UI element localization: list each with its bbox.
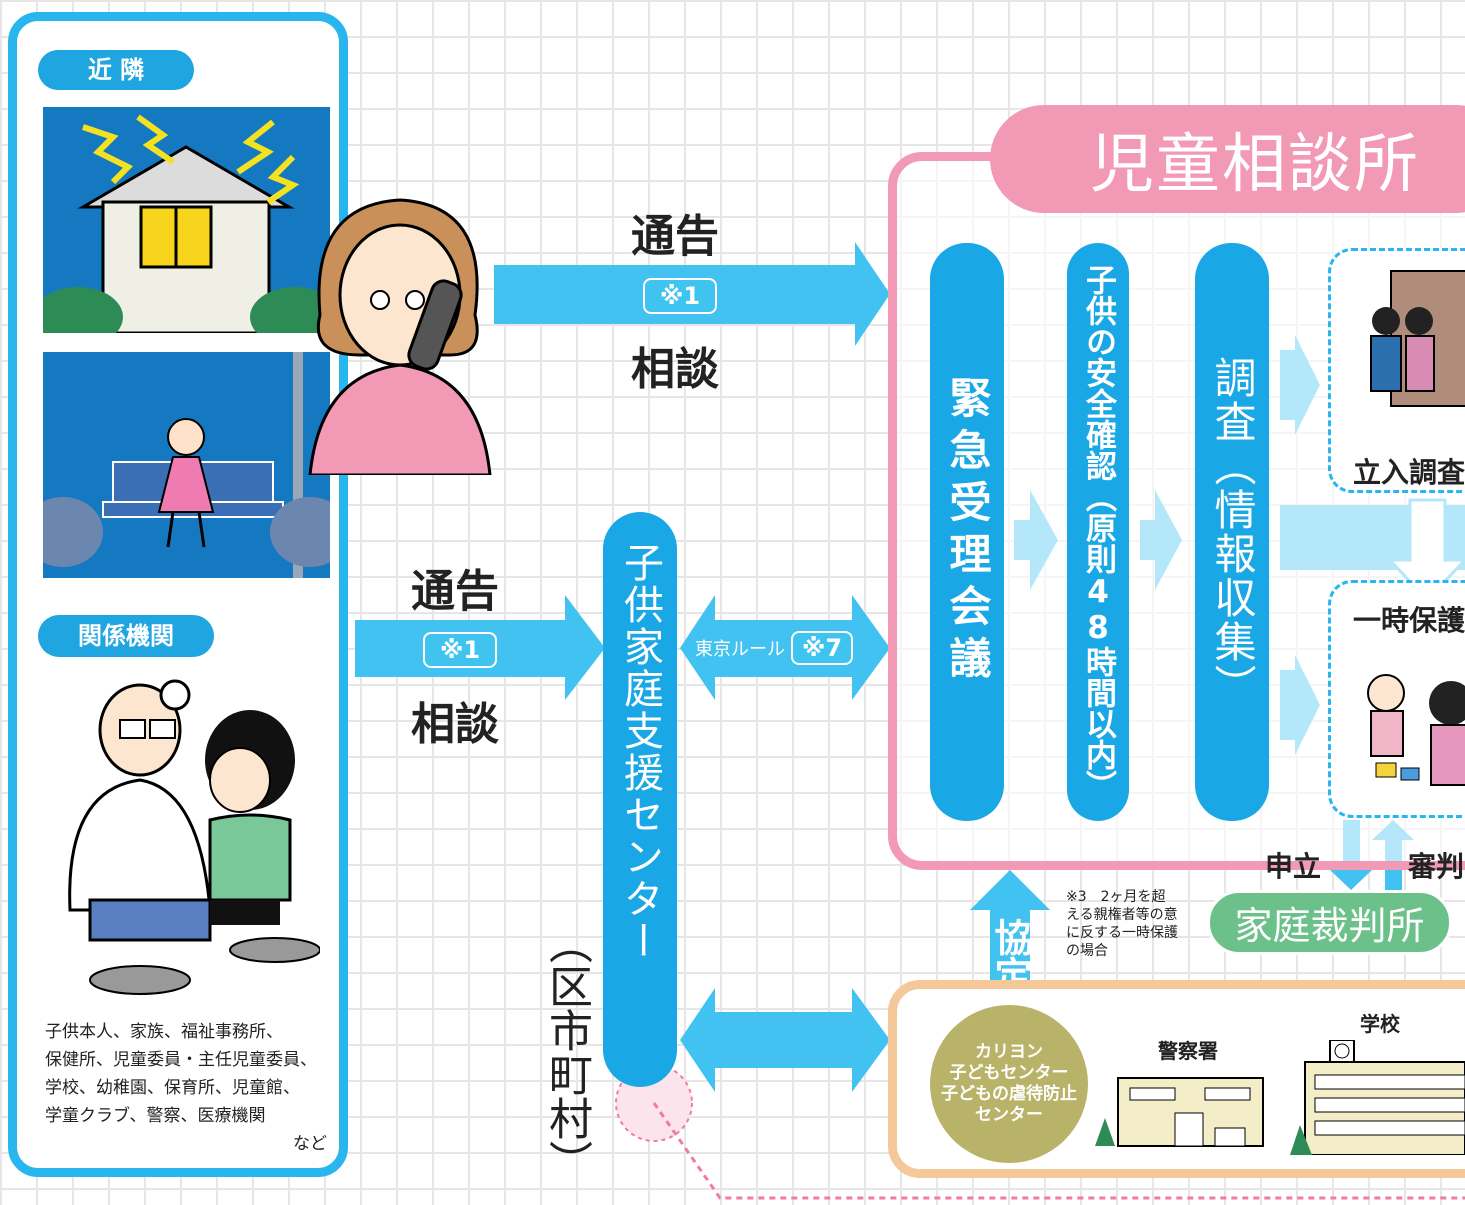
school-illustration	[1290, 1040, 1465, 1155]
onsite-inspection-illustration	[1370, 270, 1465, 407]
police-label: 警察署	[1158, 1039, 1218, 1063]
support-center-note: （区市町村）	[541, 920, 592, 1184]
doctor-illustration	[60, 670, 321, 1005]
agencies-line-4: 学童クラブ、警察、医療機関	[45, 1106, 266, 1126]
court-note-line-4: の場合	[1066, 943, 1108, 959]
caller-illustration	[300, 185, 500, 477]
jidou-title-tab: 児童相談所	[990, 105, 1465, 213]
carillon-line-4: センター	[975, 1105, 1043, 1125]
jidou-title: 児童相談所	[1090, 128, 1420, 202]
arrow-mid-badge: ※1	[423, 632, 497, 668]
step-emergency-meeting-label: 緊急受理会議	[943, 376, 992, 688]
agencies-etc: など	[293, 1134, 327, 1154]
arrow-top-upper: 通告	[631, 211, 719, 262]
tokyo-rule-text: 東京ルール	[695, 639, 785, 660]
carillon-line-1: カリヨン	[975, 1042, 1043, 1062]
agencies-label: 関係機関	[38, 615, 214, 657]
police-station-illustration	[1095, 1077, 1264, 1147]
arrow-top-badge: ※1	[643, 278, 717, 314]
child-on-bench-illustration	[43, 352, 330, 578]
carillon-center: カリヨン 子どもセンター 子どもの虐待防止 センター	[930, 1005, 1088, 1163]
partners-arrow	[680, 988, 890, 1092]
support-center-bar: 子供家庭支援センター	[603, 512, 677, 1087]
arrow-top-lower: 相談	[631, 344, 719, 395]
house-illustration	[43, 107, 330, 333]
court-note-line-2: える親権者等の意	[1066, 907, 1178, 923]
support-center-name: 子供家庭支援センター	[617, 542, 663, 962]
temp-protection-label: 一時保護	[1353, 604, 1465, 637]
court-note: ※3 2ヶ月を超 える親権者等の意 に反する一時保護 の場合	[1066, 888, 1206, 960]
tokyo-rule-arrow	[680, 595, 890, 700]
family-court-name: 家庭裁判所	[1234, 904, 1425, 948]
agencies-line-3: 学校、幼稚園、保育所、児童館、	[45, 1078, 300, 1098]
agencies-line-1: 子供本人、家族、福祉事務所、	[45, 1022, 283, 1042]
step-emergency-meeting: 緊急受理会議	[930, 243, 1004, 821]
court-note-line-1: ※3 2ヶ月を超	[1066, 889, 1166, 905]
onsite-inspection-label: 立入調査	[1353, 456, 1465, 489]
family-court: 家庭裁判所	[1207, 890, 1452, 955]
arrow-mid-upper: 通告	[411, 566, 499, 617]
temp-protection-illustration	[1367, 674, 1465, 786]
court-note-line-3: に反する一時保護	[1066, 925, 1178, 941]
temp-protection-box: 一時保護	[1328, 580, 1465, 818]
carillon-line-3: 子どもの虐待防止	[941, 1084, 1077, 1104]
tokyo-rule-badge: ※7	[791, 631, 853, 665]
step-investigation-label: 調査（情報収集）	[1208, 356, 1257, 708]
carillon-line-2: 子どもセンター	[949, 1063, 1069, 1083]
arrow-mid-lower: 相談	[411, 699, 499, 750]
step-safety-check: 子供の安全確認（原則48時間以内）	[1067, 243, 1129, 821]
agencies-list: 子供本人、家族、福祉事務所、 保健所、児童委員・主任児童委員、 学校、幼稚園、保…	[45, 1018, 335, 1158]
tokyo-rule-label: 東京ルール ※7	[695, 631, 875, 665]
school-label: 学校	[1360, 1012, 1400, 1036]
court-judgment-label: 審判	[1408, 850, 1465, 883]
onsite-inspection-box: 立入調査	[1328, 248, 1465, 493]
step-safety-check-label: 子供の安全確認（原則48時間以内）	[1080, 263, 1116, 801]
court-apply-label: 申立	[1265, 850, 1322, 883]
neighbors-label: 近 隣	[38, 50, 194, 90]
step-investigation: 調査（情報収集）	[1195, 243, 1269, 821]
agencies-line-2: 保健所、児童委員・主任児童委員、	[45, 1050, 317, 1070]
